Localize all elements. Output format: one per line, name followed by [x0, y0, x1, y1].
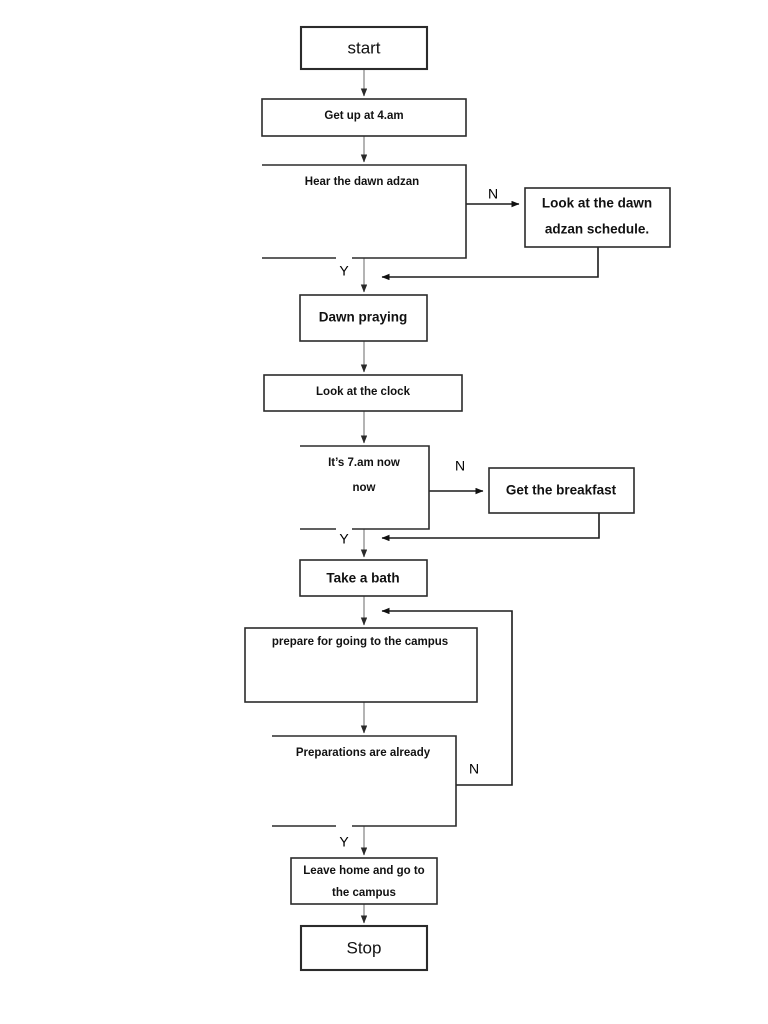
seven-am-label-line2: now	[353, 482, 376, 494]
get-breakfast-label: Get the breakfast	[506, 483, 617, 498]
start-label: start	[347, 38, 380, 57]
prepare-campus-box	[244, 627, 478, 703]
prepare-campus-label: prepare for going to the campus	[272, 636, 448, 648]
branch-label-adzan-yes: Y	[339, 263, 349, 279]
node-look-schedule[interactable]: Look at the dawn adzan schedule.	[524, 187, 671, 248]
get-breakfast-box	[488, 467, 635, 514]
take-bath-label: Take a bath	[326, 571, 399, 586]
node-take-bath[interactable]: Take a bath	[299, 559, 428, 597]
edge-schedule-return	[381, 247, 599, 281]
leave-home-box	[290, 857, 438, 905]
node-stop[interactable]: Stop	[299, 924, 429, 972]
look-clock-box	[263, 374, 463, 412]
look-schedule-label-line2: adzan schedule.	[545, 222, 649, 237]
node-get-up[interactable]: Get up at 4.am	[261, 98, 467, 137]
dawn-praying-box	[299, 294, 428, 342]
node-prepare-campus[interactable]: prepare for going to the campus	[244, 627, 478, 703]
preparations-ready-label: Preparations are already	[296, 747, 431, 759]
look-schedule-box	[524, 187, 671, 248]
leave-home-label-line1: Leave home and go to	[303, 865, 424, 877]
get-up-label: Get up at 4.am	[324, 110, 403, 122]
start-box	[299, 25, 429, 71]
leave-home-label-line2: the campus	[332, 887, 396, 899]
stop-box	[299, 924, 429, 972]
edge-preparations-no-loopback	[381, 607, 513, 786]
dawn-praying-label: Dawn praying	[319, 310, 408, 325]
branch-label-adzan-no: N	[488, 186, 498, 202]
look-clock-label: Look at the clock	[316, 386, 411, 398]
node-seven-am[interactable]: It’s 7.am now now	[300, 445, 430, 530]
edge-breakfast-return	[381, 513, 600, 542]
branch-label-preparations-yes: Y	[339, 834, 349, 850]
node-hear-adzan[interactable]: Hear the dawn adzan	[262, 164, 467, 259]
seven-am-box	[300, 445, 430, 530]
get-up-box	[261, 98, 467, 137]
node-leave-home[interactable]: Leave home and go to the campus	[290, 857, 438, 905]
node-look-clock[interactable]: Look at the clock	[263, 374, 463, 412]
seven-am-label-line1: It’s 7.am now	[328, 457, 400, 469]
hear-adzan-label: Hear the dawn adzan	[305, 176, 419, 188]
stop-label: Stop	[347, 938, 382, 957]
branch-label-sevenam-yes: Y	[339, 531, 349, 547]
look-schedule-label-line1: Look at the dawn	[542, 196, 652, 211]
node-dawn-praying[interactable]: Dawn praying	[299, 294, 428, 342]
node-start[interactable]: start	[299, 25, 429, 71]
branch-label-sevenam-no: N	[455, 458, 465, 474]
branch-label-preparations-no: N	[469, 761, 479, 777]
node-get-breakfast[interactable]: Get the breakfast	[488, 467, 635, 514]
preparations-ready-box	[272, 735, 457, 827]
hear-adzan-box	[262, 164, 467, 259]
node-preparations-ready[interactable]: Preparations are already	[272, 735, 457, 827]
take-bath-box	[299, 559, 428, 597]
